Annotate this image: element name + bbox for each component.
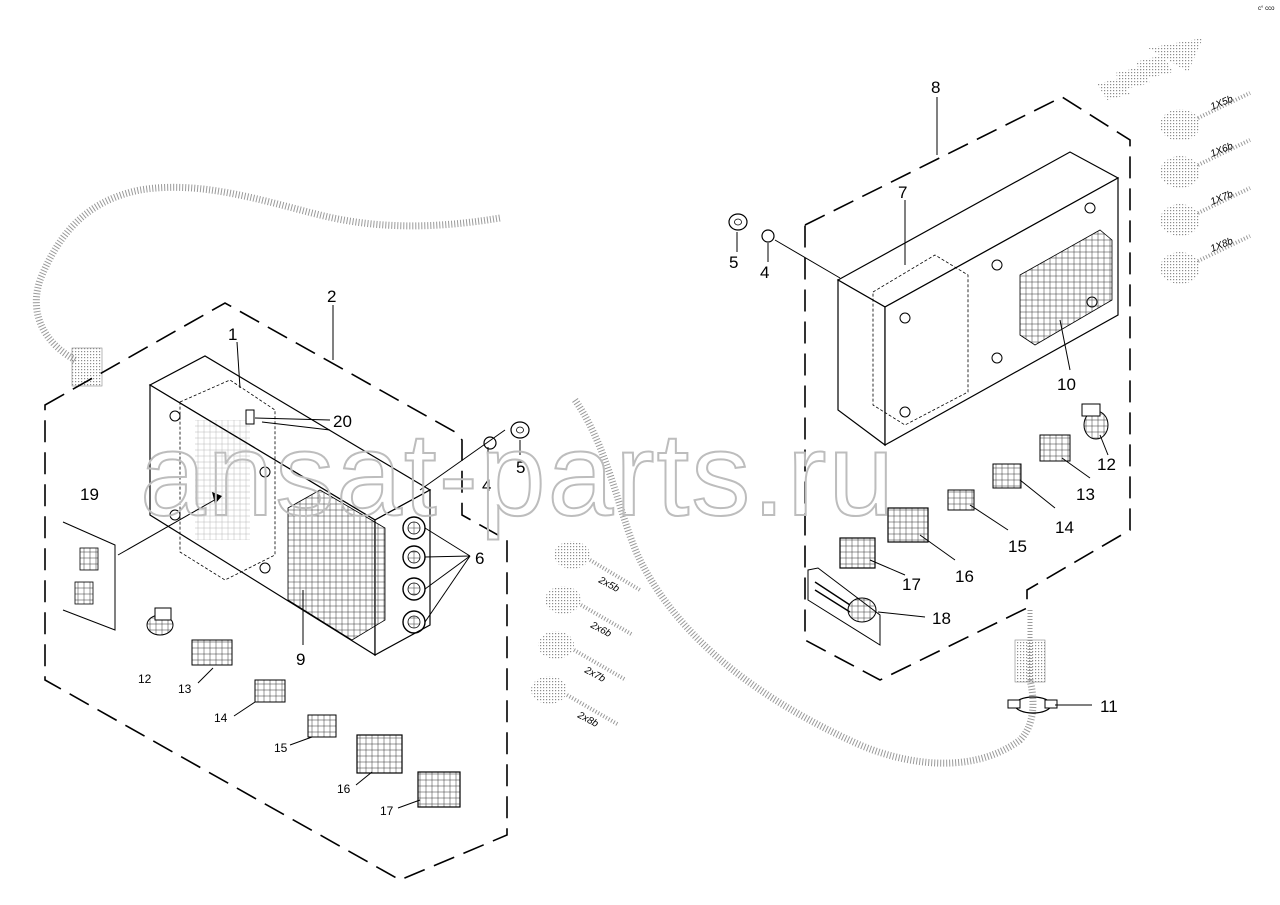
callout-13-left: 13 (178, 682, 192, 696)
left-control-unit (148, 355, 432, 657)
left-loose-parts (146, 421, 530, 808)
right-assembly-boundary (804, 96, 1131, 681)
left-cable-plug (71, 347, 103, 387)
right-control-unit (836, 151, 1120, 447)
corner-code: c° cco (1258, 6, 1275, 12)
callout-10: 10 (1057, 375, 1076, 394)
callout-8: 8 (931, 78, 940, 97)
callout-19: 19 (80, 485, 99, 504)
connector-code-2x7b: 2x7b (582, 664, 608, 685)
connector-code-2x8b: 2x8b (575, 709, 601, 730)
left-leader-lines (197, 305, 521, 809)
callout-7: 7 (898, 183, 907, 202)
callout-5-right: 5 (729, 253, 738, 272)
connector-code-2x5b: 2x5b (596, 574, 622, 595)
right-connector-group: 1X5b 1X6b 1X7b 1X8b (1160, 91, 1251, 284)
callout-4-right: 4 (760, 263, 769, 282)
right-leader-lines (736, 97, 1109, 706)
callout-16-left: 16 (337, 782, 351, 796)
connector-code-1x6b: 1X6b (1209, 141, 1235, 160)
callout-12-left: 12 (138, 672, 152, 686)
callout-15-left: 15 (274, 741, 288, 755)
connector-code-1x5b: 1X5b (1209, 94, 1235, 113)
left-assembly-boundary (44, 302, 508, 881)
right-loose-parts (807, 403, 1109, 714)
connector-code-1x8b: 1X8b (1209, 236, 1235, 255)
callout-14-left: 14 (214, 711, 228, 725)
callout-18: 18 (932, 609, 951, 628)
callout-5-left: 5 (516, 458, 525, 477)
left-cable (32, 183, 501, 364)
right-assembly: 8 7 5 4 10 12 13 14 15 16 17 18 11 (728, 38, 1203, 716)
callout-20: 20 (333, 412, 352, 431)
callout-6: 6 (475, 549, 484, 568)
callout-14-right: 14 (1055, 518, 1074, 537)
right-fasteners (728, 213, 775, 243)
left-assembly: 1 2 20 4 5 6 9 19 12 13 14 15 16 17 (32, 183, 530, 881)
callout-4-left: 4 (482, 476, 491, 495)
callout-17-left: 17 (380, 804, 394, 818)
left-part-19 (62, 492, 222, 631)
direction-arrow-icon (1097, 38, 1203, 100)
callout-12-right: 12 (1097, 455, 1116, 474)
callout-2: 2 (327, 287, 336, 306)
watermark: ansat-parts.ru (140, 409, 896, 541)
callout-1: 1 (228, 325, 237, 344)
callout-9: 9 (296, 650, 305, 669)
connector-code-1x7b: 1X7b (1209, 189, 1235, 208)
callout-13-right: 13 (1076, 485, 1095, 504)
middle-cable (572, 397, 1046, 767)
callout-11: 11 (1100, 697, 1118, 716)
callout-17-right: 17 (902, 575, 921, 594)
left-connector-group: 2x5b 2x6b 2x7b 2x8b (531, 541, 642, 730)
callout-15-right: 15 (1008, 537, 1027, 556)
callout-16-right: 16 (955, 567, 974, 586)
